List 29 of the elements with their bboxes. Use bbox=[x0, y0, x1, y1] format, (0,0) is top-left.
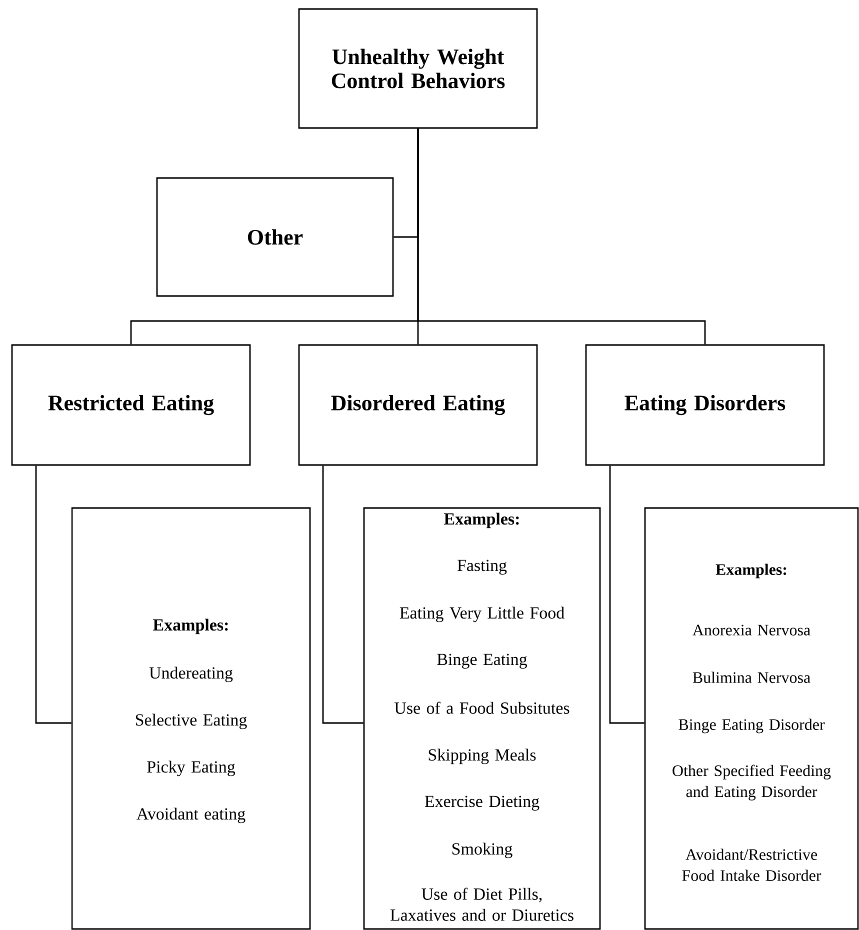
heading: Examples: bbox=[153, 618, 228, 634]
example-item: Exercise Dieting bbox=[424, 796, 540, 811]
example-item: Picky Eating bbox=[147, 760, 236, 776]
example-item: Selective Eating bbox=[136, 714, 247, 730]
connector-line bbox=[35, 466, 72, 724]
example-item: Skipping Meals bbox=[428, 748, 536, 764]
heading: Examples: bbox=[444, 512, 519, 528]
category-box: Restricted Eating bbox=[11, 344, 251, 466]
example-item: Undereating bbox=[149, 666, 233, 682]
example-item: Fasting bbox=[457, 560, 507, 575]
example-item: Binge Eating bbox=[437, 654, 527, 669]
category-box: Unhealthy Weight Control Behaviors bbox=[298, 8, 538, 129]
category-box: Other bbox=[156, 177, 394, 297]
example-item: Smoking bbox=[452, 842, 512, 858]
example-item: Other Specified Feeding and Eating Disorder bbox=[672, 764, 831, 800]
example-item: Use of Diet Pills, Laxatives and or Diuretics bbox=[390, 888, 574, 921]
connector-line bbox=[322, 466, 364, 724]
connector-line bbox=[417, 128, 706, 344]
example-item: Anorexia Nervosa bbox=[692, 624, 810, 636]
example-item: Use of a Food Subsitutes bbox=[394, 702, 570, 714]
example-item: Avoidant eating bbox=[136, 808, 246, 824]
category-box: Disordered Eating bbox=[298, 344, 538, 466]
example-item: Binge Eating Disorder bbox=[678, 718, 825, 734]
connector-line bbox=[609, 466, 644, 724]
heading: Examples: bbox=[716, 564, 786, 578]
example-item: Bulimina Nervosa bbox=[692, 672, 810, 683]
example-item: Avoidant/Restrictive Food Intake Disorder bbox=[682, 848, 822, 881]
example-item: Eating Very Little Food bbox=[400, 606, 564, 622]
category-box: Eating Disorders bbox=[585, 344, 825, 466]
